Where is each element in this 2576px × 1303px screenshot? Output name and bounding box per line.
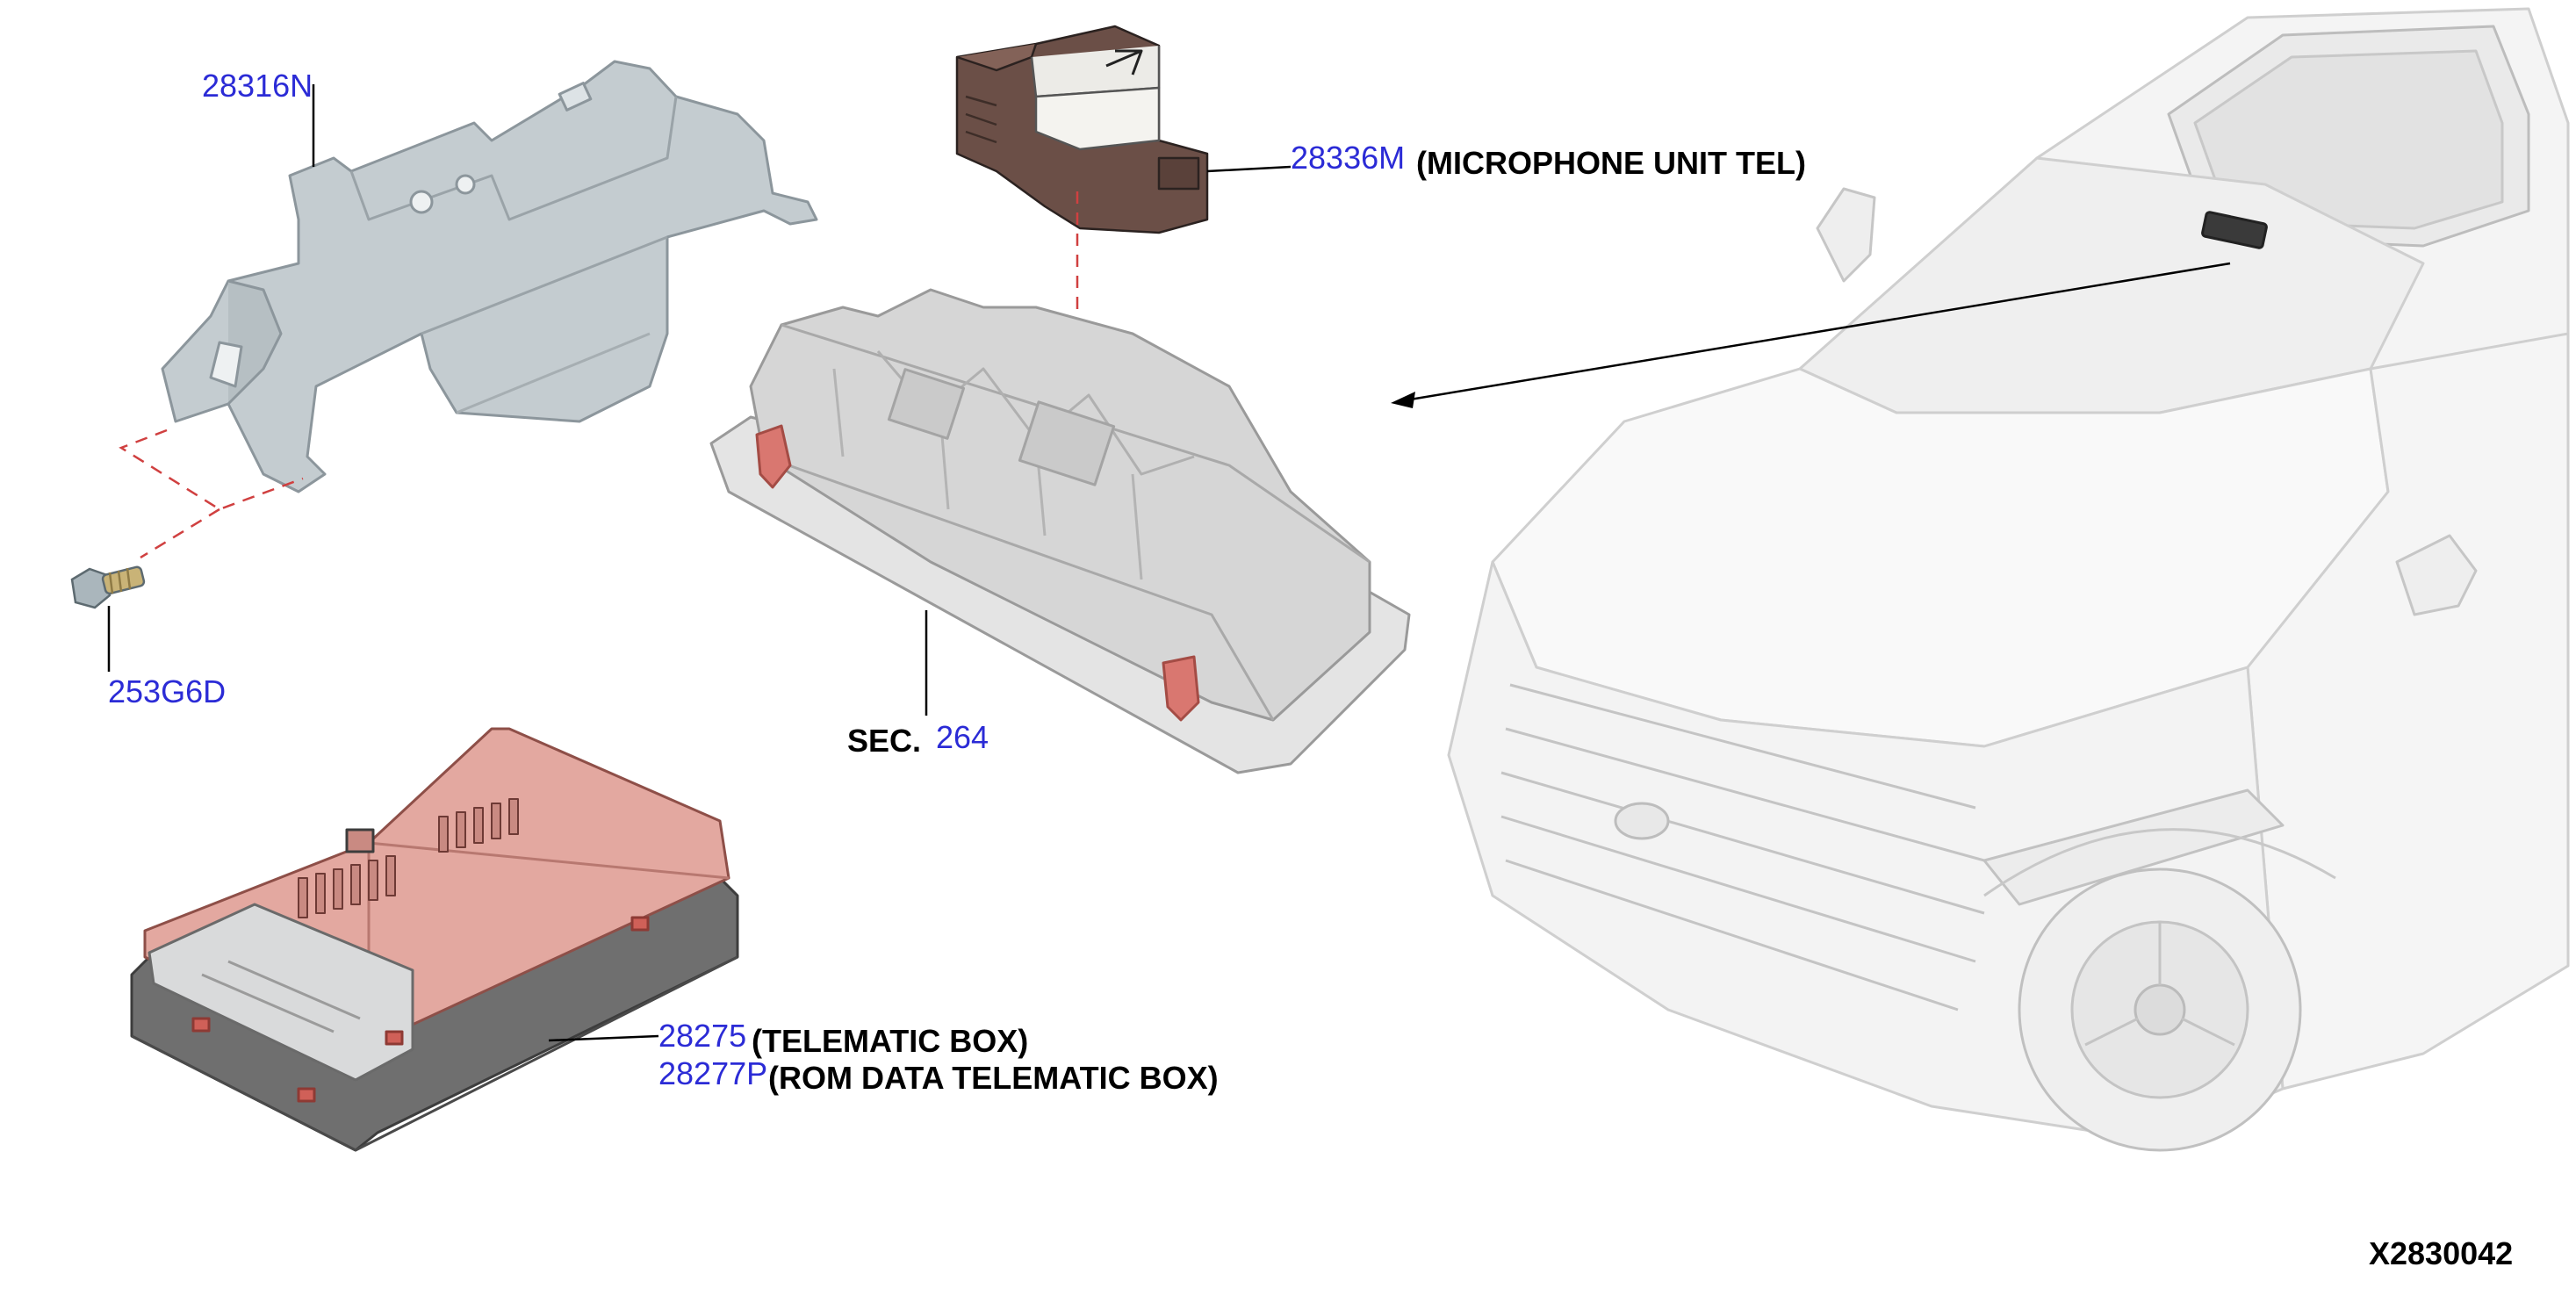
location-arrow bbox=[1391, 262, 2231, 408]
map-lamp-assembly-icon bbox=[709, 288, 1411, 774]
vehicle-illustration bbox=[1447, 7, 2570, 1152]
part-number-28316N[interactable]: 28316N bbox=[202, 68, 313, 104]
bolt-icon bbox=[70, 565, 146, 609]
microphone-description: (MICROPHONE UNIT TEL) bbox=[1416, 145, 1806, 181]
microphone-unit-icon bbox=[955, 25, 1209, 234]
microphone-leader bbox=[1206, 165, 1292, 173]
diagram-id: X2830042 bbox=[2369, 1235, 2514, 1271]
mounting-bracket-icon bbox=[161, 60, 818, 493]
telematic-box-icon bbox=[130, 727, 739, 1152]
bolt-guide-lines bbox=[119, 428, 304, 559]
section-prefix: SEC. bbox=[847, 723, 922, 759]
part-number-28336M[interactable]: 28336M bbox=[1291, 140, 1406, 176]
section-number-264[interactable]: 264 bbox=[936, 719, 989, 755]
telematic-box-description: (TELEMATIC BOX) bbox=[752, 1023, 1029, 1059]
telematic-leader bbox=[548, 1034, 659, 1042]
part-number-28275[interactable]: 28275 bbox=[658, 1018, 747, 1054]
part-number-28277P[interactable]: 28277P bbox=[658, 1055, 768, 1091]
rom-data-description: (ROM DATA TELEMATIC BOX) bbox=[768, 1060, 1219, 1096]
part-number-253G6D[interactable]: 253G6D bbox=[108, 673, 227, 709]
